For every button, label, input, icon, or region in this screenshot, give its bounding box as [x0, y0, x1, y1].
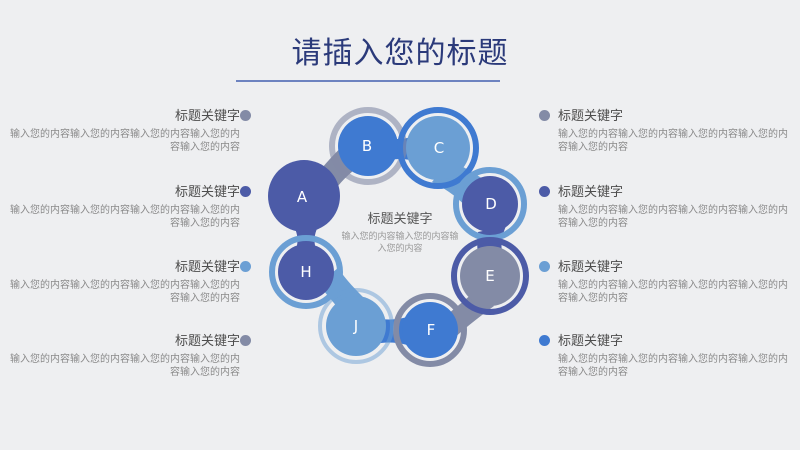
right-item-2: 标题关键字 输入您的内容输入您的内容输入您的内容输入您的内容输入您的内容 [558, 184, 788, 230]
right-dot-1 [539, 110, 550, 121]
page-title: 请插入您的标题 [291, 36, 509, 71]
node-label-a: A [297, 188, 308, 206]
node-h-circle [278, 244, 334, 300]
left-item-1: 标题关键字 输入您的内容输入您的内容输入您的内容输入您的内容输入您的内容 [10, 108, 240, 154]
node-label-f: F [427, 321, 436, 339]
left-item-keyword: 标题关键字 [174, 185, 240, 200]
node-j-ring [318, 288, 394, 364]
right-dot-4 [539, 335, 550, 346]
right-item-keyword: 标题关键字 [558, 109, 624, 124]
node-label-h: H [300, 263, 311, 281]
node-label-c: C [434, 139, 444, 157]
node-c-ring [397, 107, 479, 189]
center-text: 标题关键字 输入您的内容输入您的内容输入您的内容 [340, 208, 460, 255]
left-dot-3 [240, 261, 251, 272]
left-item-keyword: 标题关键字 [174, 334, 240, 349]
left-item-2: 标题关键字 输入您的内容输入您的内容输入您的内容输入您的内容输入您的内容 [10, 184, 240, 230]
right-item-3: 标题关键字 输入您的内容输入您的内容输入您的内容输入您的内容输入您的内容 [558, 259, 788, 305]
left-dot-1 [240, 110, 251, 121]
node-c-circle [406, 116, 470, 180]
left-item-keyword: 标题关键字 [174, 109, 240, 124]
node-d-circle [462, 176, 518, 232]
node-f-circle [402, 302, 458, 358]
node-h-ring [269, 235, 343, 309]
node-label-e: E [485, 267, 494, 285]
node-b-circle [338, 116, 398, 176]
node-label-d: D [485, 195, 497, 213]
right-item-1: 标题关键字 输入您的内容输入您的内容输入您的内容输入您的内容输入您的内容 [558, 108, 788, 154]
left-item-text: 输入您的内容输入您的内容输入您的内容输入您的内容输入您的内容 [10, 354, 240, 378]
node-a-circle [268, 160, 340, 232]
left-item-text: 输入您的内容输入您的内容输入您的内容输入您的内容输入您的内容 [10, 129, 240, 153]
right-item-text: 输入您的内容输入您的内容输入您的内容输入您的内容输入您的内容 [558, 280, 788, 304]
right-item-keyword: 标题关键字 [558, 185, 624, 200]
left-item-3: 标题关键字 输入您的内容输入您的内容输入您的内容输入您的内容输入您的内容 [10, 259, 240, 305]
node-b-ring [329, 107, 407, 185]
node-label-j: J [353, 317, 358, 335]
node-e-circle [460, 246, 520, 306]
right-dot-3 [539, 261, 550, 272]
left-item-keyword: 标题关键字 [174, 260, 240, 275]
node-e-ring [451, 237, 529, 315]
title-underline [236, 80, 500, 82]
left-dot-2 [240, 186, 251, 197]
right-item-text: 输入您的内容输入您的内容输入您的内容输入您的内容输入您的内容 [558, 129, 788, 153]
left-item-text: 输入您的内容输入您的内容输入您的内容输入您的内容输入您的内容 [10, 280, 240, 304]
center-keyword: 标题关键字 [367, 212, 433, 227]
center-description: 输入您的内容输入您的内容输入您的内容 [341, 232, 459, 254]
right-item-text: 输入您的内容输入您的内容输入您的内容输入您的内容输入您的内容 [558, 205, 788, 229]
right-item-keyword: 标题关键字 [558, 334, 624, 349]
node-j-circle [326, 296, 386, 356]
right-item-4: 标题关键字 输入您的内容输入您的内容输入您的内容输入您的内容输入您的内容 [558, 333, 788, 379]
right-item-keyword: 标题关键字 [558, 260, 624, 275]
right-item-text: 输入您的内容输入您的内容输入您的内容输入您的内容输入您的内容 [558, 354, 788, 378]
right-dot-2 [539, 186, 550, 197]
left-item-4: 标题关键字 输入您的内容输入您的内容输入您的内容输入您的内容输入您的内容 [10, 333, 240, 379]
node-f-ring [393, 293, 467, 367]
left-item-text: 输入您的内容输入您的内容输入您的内容输入您的内容输入您的内容 [10, 205, 240, 229]
left-dot-4 [240, 335, 251, 346]
node-label-b: B [362, 137, 372, 155]
